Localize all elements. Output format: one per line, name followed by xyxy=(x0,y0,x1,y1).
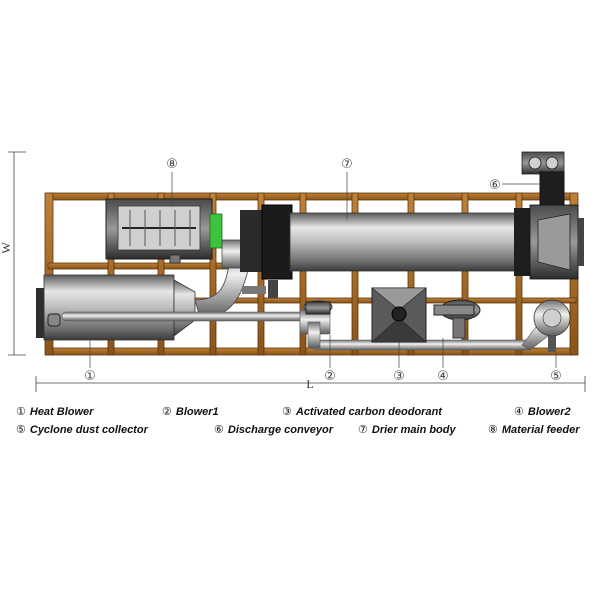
callout-blower2: ④ xyxy=(437,369,449,384)
frame-cross-5 xyxy=(299,192,307,356)
width-dimension xyxy=(8,151,26,356)
frame-cross-2 xyxy=(157,192,165,356)
callout-material-feeder: ⑧ xyxy=(166,157,178,172)
frame-left-post xyxy=(44,192,54,356)
frame-cross-7 xyxy=(407,192,415,356)
callout-cyclone: ⑤ xyxy=(550,369,562,384)
callout-deodorant: ③ xyxy=(393,369,405,384)
drier-main-body xyxy=(240,204,584,298)
frame-cross-1 xyxy=(107,192,115,356)
callout-heat-blower: ① xyxy=(84,369,96,384)
cyclone-dust-collector xyxy=(533,299,571,352)
activated-carbon-deodorant xyxy=(371,287,427,343)
material-feeder xyxy=(105,198,223,264)
blower2 xyxy=(433,299,481,339)
frame-cross-3 xyxy=(209,192,217,356)
blower1 xyxy=(303,300,333,315)
callout-leaders xyxy=(89,172,557,368)
callout-blower1: ② xyxy=(324,369,336,384)
frame-cross-6 xyxy=(351,192,359,356)
width-label: W xyxy=(0,242,13,254)
callout-discharge-conveyor: ⑥ xyxy=(489,178,501,193)
frame-cross-8 xyxy=(461,192,469,356)
length-dimension xyxy=(35,376,586,392)
length-label: L xyxy=(306,377,313,391)
callout-drier-body: ⑦ xyxy=(341,157,353,172)
heat-blower xyxy=(36,274,196,341)
